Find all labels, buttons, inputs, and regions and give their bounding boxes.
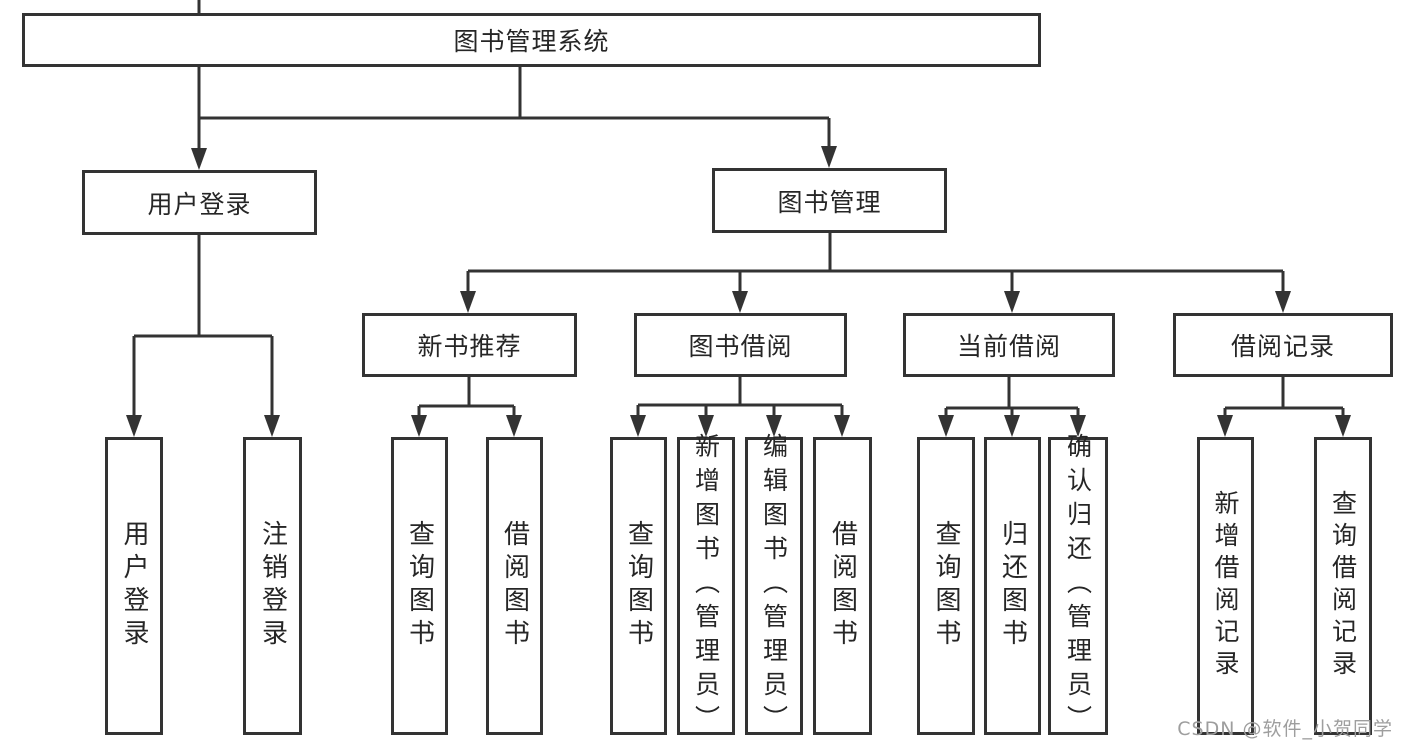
leaf-user-login-label: 用户登录 [119,520,149,652]
leaf-newrec-query-books: 查询图书 [391,437,448,735]
leaf-confirm-return-admin-label: 确认归还（管理员） [1063,433,1093,739]
connector-currentborrow-to-leaves [938,377,1086,437]
node-book-borrow: 图书借阅 [634,313,847,377]
leaf-newrec-borrow-books: 借阅图书 [486,437,543,735]
node-new-book-recommend-label: 新书推荐 [417,332,522,361]
leaf-current-query-books: 查询图书 [917,437,975,735]
leaf-add-books-admin-label: 新增图书（管理员） [691,433,721,739]
leaf-logout-login-label: 注销登录 [257,520,288,652]
node-new-book-recommend: 新书推荐 [362,313,577,377]
csdn-watermark: CSDN @软件_小贺同学 [1177,718,1393,740]
connector-newbook-to-leaves [411,377,522,437]
leaf-edit-books-admin: 编辑图书（管理员） [745,433,803,739]
leaf-user-login: 用户登录 [105,437,163,735]
node-user-login-branch-label: 用户登录 [147,189,252,219]
node-current-borrow: 当前借阅 [903,313,1115,377]
node-borrow-records: 借阅记录 [1173,313,1393,377]
leaf-add-books-admin: 新增图书（管理员） [677,433,735,739]
leaf-borrow-borrow-books-label: 借阅图书 [827,520,858,652]
leaf-newrec-query-books-label: 查询图书 [404,520,435,652]
leaf-return-books: 归还图书 [984,437,1041,735]
leaf-newrec-borrow-books-label: 借阅图书 [499,520,530,652]
node-library-management-system-label: 图书管理系统 [453,27,610,56]
leaf-confirm-return-admin: 确认归还（管理员） [1048,433,1108,739]
node-user-login-branch: 用户登录 [82,170,317,235]
connector-userlogin-to-leaves [126,235,280,437]
node-current-borrow-label: 当前借阅 [956,332,1061,361]
leaf-borrow-borrow-books: 借阅图书 [813,437,872,735]
leaf-add-borrow-record: 新增借阅记录 [1197,437,1254,735]
leaf-borrow-query-books: 查询图书 [610,437,667,735]
leaf-borrow-query-books-label: 查询图书 [623,520,654,652]
connector-bookmgmt-to-level2 [460,233,1291,313]
node-book-management: 图书管理 [712,168,947,233]
leaf-query-borrow-record: 查询借阅记录 [1314,437,1372,735]
connector-borrowrecord-to-leaves [1217,377,1351,437]
node-borrow-records-label: 借阅记录 [1230,332,1335,361]
leaf-edit-books-admin-label: 编辑图书（管理员） [759,433,789,739]
connector-bookborrow-to-leaves [630,377,850,437]
leaf-current-query-books-label: 查询图书 [931,520,961,652]
leaf-logout-login: 注销登录 [243,437,302,735]
node-library-management-system: 图书管理系统 [22,13,1041,67]
leaf-add-borrow-record-label: 新增借阅记录 [1211,490,1240,682]
node-book-borrow-label: 图书借阅 [688,332,793,361]
leaf-return-books-label: 归还图书 [997,520,1028,652]
leaf-query-borrow-record-label: 查询借阅记录 [1328,490,1358,682]
node-book-management-label: 图书管理 [777,187,882,217]
